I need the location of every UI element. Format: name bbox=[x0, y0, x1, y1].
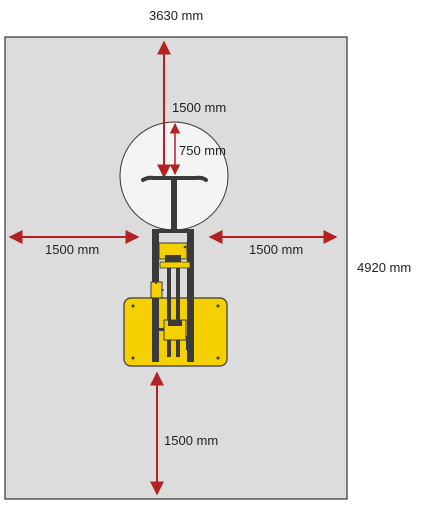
steering-handle bbox=[141, 175, 208, 230]
height-label: 4920 mm bbox=[357, 260, 412, 275]
frame-over-base bbox=[152, 298, 194, 362]
upper-yellow-plate bbox=[158, 242, 191, 269]
left-clearance-label: 1500 mm bbox=[45, 242, 100, 257]
top-clearance-label: 1500 mm bbox=[172, 100, 227, 115]
right-clearance-label: 1500 mm bbox=[249, 242, 304, 257]
width-label: 3630 mm bbox=[149, 8, 204, 23]
radius-label: 750 mm bbox=[179, 143, 226, 158]
bottom-clearance-label: 1500 mm bbox=[164, 433, 219, 448]
